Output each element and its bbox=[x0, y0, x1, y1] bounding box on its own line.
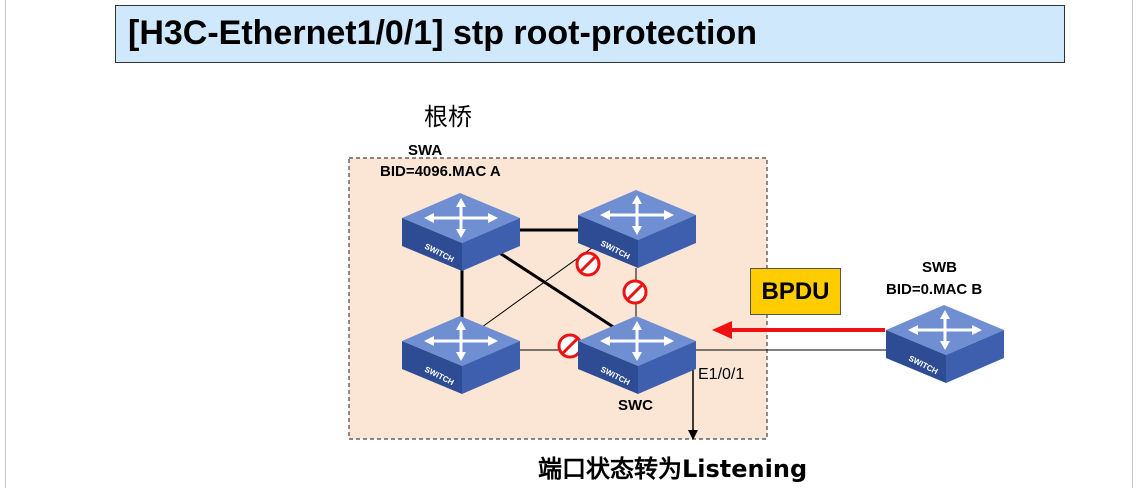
swa-name-label: SWA bbox=[408, 142, 443, 159]
status-arrow-head bbox=[688, 430, 698, 440]
root-bridge-label: 根桥 bbox=[424, 103, 472, 131]
link-swa-swc bbox=[491, 246, 619, 332]
swb-name-label: SWB bbox=[922, 259, 957, 276]
title-box: [H3C-Ethernet1/0/1] stp root-protection bbox=[115, 5, 1065, 63]
root-bridge-region bbox=[348, 157, 768, 440]
swc-name-label: SWC bbox=[618, 397, 653, 414]
left-border-line bbox=[5, 0, 6, 488]
port-status-label: 端口状态转为Listening bbox=[538, 455, 808, 483]
port-label: E1/0/1 bbox=[698, 366, 745, 383]
blocked-port-icon bbox=[557, 333, 583, 359]
blocked-port-icon bbox=[575, 251, 601, 277]
bpdu-arrow-head bbox=[712, 321, 732, 339]
swb-bid-label: BID=0.MAC B bbox=[886, 281, 983, 298]
page-title: [H3C-Ethernet1/0/1] stp root-protection bbox=[128, 14, 758, 52]
blocked-port-icon bbox=[622, 279, 648, 305]
swa-bid-label: BID=4096.MAC A bbox=[380, 163, 501, 180]
bpdu-label: BPDU bbox=[761, 278, 830, 305]
bpdu-label-box: BPDU bbox=[750, 268, 841, 315]
right-border-line bbox=[1132, 0, 1133, 488]
switch-swb-icon: SWITCH bbox=[884, 303, 1006, 385]
